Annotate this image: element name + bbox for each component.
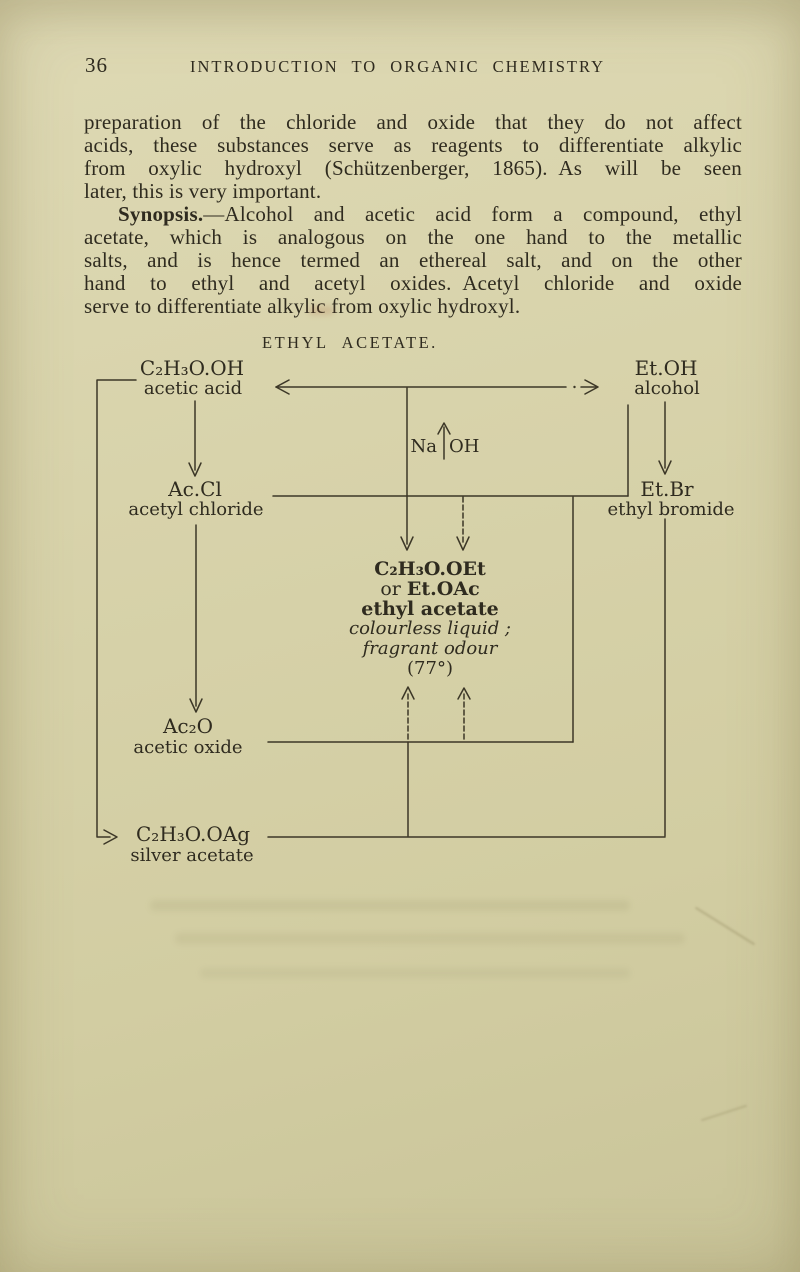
naoh-na: Na <box>410 436 438 457</box>
paragraph-line: from oxylic hydroxyl (Schützenberger, 18… <box>84 156 742 180</box>
alcohol-label: alcohol <box>634 378 700 399</box>
scratch-mark <box>694 906 756 946</box>
acetic-oxide-formula: Ac₂O <box>162 714 214 738</box>
silver-acetate-formula: C₂H₃O.OAg <box>135 822 251 846</box>
naoh-reagent-label: Na OH <box>411 438 480 456</box>
naoh-oh: OH <box>449 436 480 457</box>
bleed-through <box>175 933 685 944</box>
acetic-acid-formula: C₂H₃O.OH <box>139 356 245 380</box>
ethyl-bromide-formula: Et.Br <box>640 477 694 501</box>
paragraph-line: later, this is very important. <box>84 179 322 203</box>
product-formula: C₂H₃O.OEt <box>374 558 486 580</box>
synopsis-text: —Alcohol and acetic acid form a compound… <box>203 202 742 226</box>
product-name: ethyl acetate <box>361 598 499 620</box>
bleed-through <box>150 900 630 911</box>
paragraph-line: salts, and is hence termed an ethereal s… <box>84 248 742 272</box>
paragraph-line: serve to differentiate alkylic from oxyl… <box>84 294 521 318</box>
product-alt-formula: Et.OAc <box>406 578 480 600</box>
synopsis-label: Synopsis. <box>118 202 204 226</box>
acetyl-chloride-label: acetyl chloride <box>128 499 264 520</box>
product-property-1: colourless liquid ; <box>348 618 512 639</box>
bleed-through <box>200 968 630 978</box>
alcohol-formula: Et.OH <box>634 356 698 380</box>
acetic-acid-label: acetic acid <box>143 378 243 399</box>
page-number: 36 <box>85 53 108 77</box>
product-property-2: fragrant odour <box>362 638 498 659</box>
paragraph-line: acids, these substances serve as reagent… <box>84 133 742 157</box>
paragraph-line: hand to ethyl and acetyl oxides. Acetyl … <box>84 271 742 295</box>
scratch-mark <box>700 1104 748 1122</box>
silver-acetate-label: silver acetate <box>130 845 254 866</box>
acetyl-chloride-formula: Ac.Cl <box>168 477 222 501</box>
product-or: or <box>380 578 401 600</box>
product-boiling-point: (77°) <box>407 658 453 679</box>
running-title: INTRODUCTION TO ORGANIC CHEMISTRY <box>190 57 606 76</box>
acetic-oxide-label: acetic oxide <box>133 737 243 758</box>
ethyl-bromide-label: ethyl bromide <box>607 499 735 520</box>
paragraph-line: acetate, which is analogous on the one h… <box>84 225 742 249</box>
body-text: preparation of the chloride and oxide th… <box>84 111 742 318</box>
section-title: ETHYL ACETATE. <box>262 333 438 352</box>
synopsis-line: Synopsis.—Alcohol and acetic acid form a… <box>84 203 742 226</box>
paragraph-line: preparation of the chloride and oxide th… <box>84 110 742 134</box>
